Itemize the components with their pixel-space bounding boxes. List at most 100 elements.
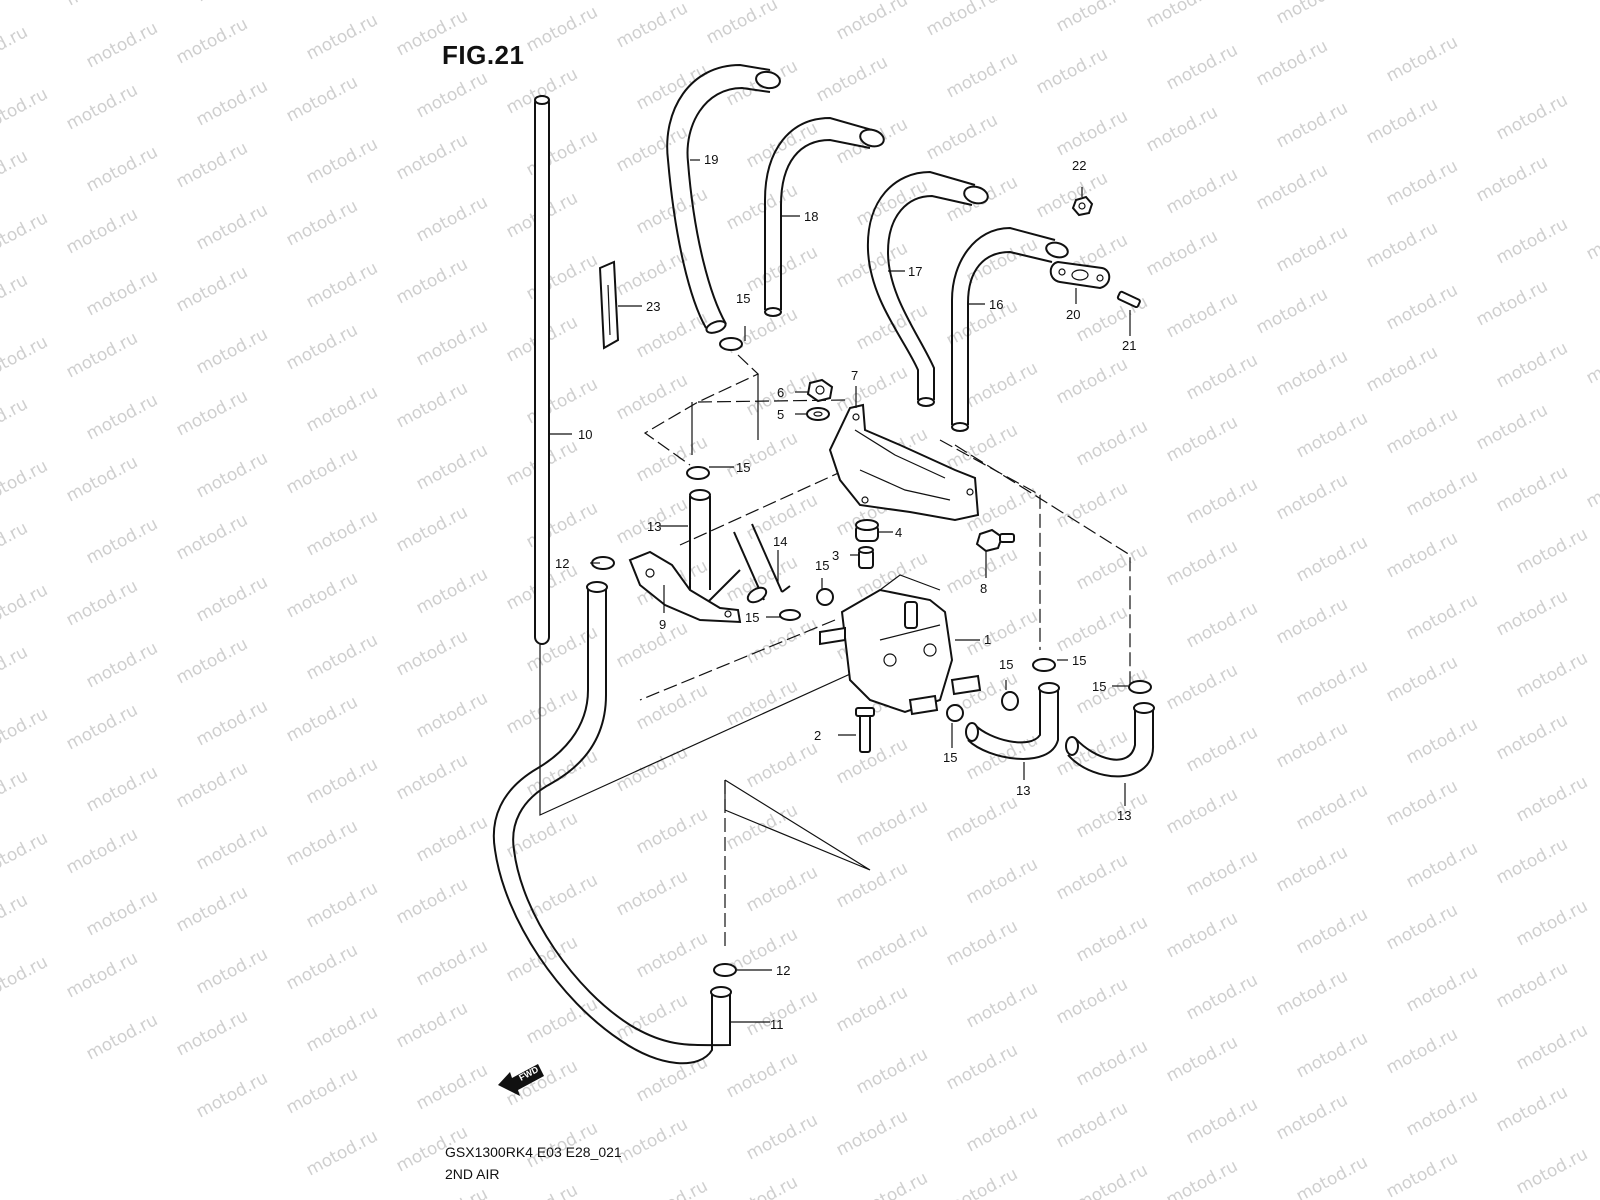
watermark-text: motod.ru xyxy=(923,110,1001,164)
watermark-text: motod.ru xyxy=(1403,714,1481,768)
callout-labels: 1 2 3 4 5 6 7 8 9 10 11 12 12 13 13 13 1… xyxy=(555,152,1136,1032)
watermark-text: motod.ru xyxy=(63,204,141,258)
watermark-text: motod.ru xyxy=(833,858,911,912)
watermark-text: motod.ru xyxy=(1363,218,1441,272)
watermark-text: motod.ru xyxy=(1163,784,1241,838)
watermark-text: motod.ru xyxy=(1293,532,1371,586)
watermark-text: motod.ru xyxy=(63,0,141,10)
watermark-text: motod.ru xyxy=(1253,160,1331,214)
watermark-text: motod.ru xyxy=(1053,0,1131,36)
watermark-text: motod.ru xyxy=(1473,400,1551,454)
watermark-text: motod.ru xyxy=(723,180,801,234)
figure-title: FIG.21 xyxy=(442,40,525,70)
watermark-text: motod.ru xyxy=(283,940,361,994)
watermark-text: motod.ru xyxy=(523,994,601,1048)
model-code: GSX1300RK4 E03 E28_021 xyxy=(445,1144,622,1160)
hose-13-mid xyxy=(965,682,1060,760)
bracket-23 xyxy=(598,260,620,350)
watermark-text: motod.ru xyxy=(1583,334,1600,388)
clamps-15 xyxy=(686,337,1152,722)
hose-19 xyxy=(666,63,781,334)
watermark-text: motod.ru xyxy=(1383,32,1461,86)
watermark-text: motod.ru xyxy=(1163,908,1241,962)
watermark-text: motod.ru xyxy=(1293,408,1371,462)
watermark-text: motod.ru xyxy=(1363,342,1441,396)
bolt-2 xyxy=(855,707,875,753)
watermark-text: motod.ru xyxy=(613,370,691,424)
watermark-text: motod.ru xyxy=(413,936,491,990)
watermark-text: motod.ru xyxy=(1163,660,1241,714)
callout-2: 2 xyxy=(814,728,821,743)
watermark-text: motod.ru xyxy=(1073,1036,1151,1090)
watermark-text: motod.ru xyxy=(503,932,581,986)
watermark-text: motod.ru xyxy=(1163,536,1241,590)
watermark-text: motod.ru xyxy=(523,2,601,56)
watermark-text: motod.ru xyxy=(943,1164,1021,1200)
watermark-text: motod.ru xyxy=(173,634,251,688)
callout-23: 23 xyxy=(646,299,660,314)
watermark-text: motod.ru xyxy=(303,1126,381,1180)
nut-6 xyxy=(806,378,834,403)
watermark-text: motod.ru xyxy=(1293,1152,1371,1200)
watermark-text: motod.ru xyxy=(1583,210,1600,264)
watermark-text: motod.ru xyxy=(0,270,31,324)
callout-6: 6 xyxy=(777,385,784,400)
watermark-text: motod.ru xyxy=(503,1180,581,1200)
watermark-text: motod.ru xyxy=(0,0,51,14)
callout-8: 8 xyxy=(980,581,987,596)
watermark-text: motod.ru xyxy=(943,916,1021,970)
callout-12-upper: 12 xyxy=(555,556,569,571)
watermark-text: motod.ru xyxy=(1143,226,1221,280)
watermark-text: motod.ru xyxy=(1383,280,1461,334)
watermark-text: motod.ru xyxy=(1293,656,1371,710)
watermark-text: motod.ru xyxy=(413,68,491,122)
watermark-text: motod.ru xyxy=(303,506,381,560)
watermark-text: motod.ru xyxy=(1293,1028,1371,1082)
watermark-text: motod.ru xyxy=(63,80,141,134)
watermark-text: motod.ru xyxy=(193,200,271,254)
watermark-text: motod.ru xyxy=(1383,528,1461,582)
watermark-text: motod.ru xyxy=(853,300,931,354)
watermark-text: motod.ru xyxy=(63,576,141,630)
watermark-text: motod.ru xyxy=(1183,598,1261,652)
watermark-text: motod.ru xyxy=(1183,350,1261,404)
watermark-text: motod.ru xyxy=(833,734,911,788)
watermark-text: motod.ru xyxy=(743,738,821,792)
watermark-text: motod.ru xyxy=(743,1110,821,1164)
watermark-text: motod.ru xyxy=(1273,966,1351,1020)
watermark-text: motod.ru xyxy=(413,1184,491,1200)
watermark-text: motod.ru xyxy=(83,638,161,692)
watermark-text: motod.ru xyxy=(0,394,31,448)
valve-body-1 xyxy=(819,574,982,716)
callout-20: 20 xyxy=(1066,307,1080,322)
watermark-text: motod.ru xyxy=(1513,524,1591,578)
watermark-text: motod.ru xyxy=(1073,1160,1151,1200)
watermark-text: motod.ru xyxy=(83,514,161,568)
stud-21 xyxy=(1116,290,1141,309)
watermark-text: motod.ru xyxy=(193,448,271,502)
watermark-text: motod.ru xyxy=(833,0,911,44)
watermark-text: motod.ru xyxy=(1253,284,1331,338)
watermark-text: motod.ru xyxy=(1053,106,1131,160)
callout-9: 9 xyxy=(659,617,666,632)
watermark-text: motod.ru xyxy=(613,618,691,672)
watermark-text: motod.ru xyxy=(943,792,1021,846)
watermark-text: motod.ru xyxy=(723,428,801,482)
watermark-text: motod.ru xyxy=(703,0,781,48)
callout-15-center-low: 15 xyxy=(745,610,759,625)
watermark-text: motod.ru xyxy=(1403,962,1481,1016)
callout-19: 19 xyxy=(704,152,718,167)
watermark-text: motod.ru xyxy=(1403,466,1481,520)
callout-4: 4 xyxy=(895,525,902,540)
callout-12-lower: 12 xyxy=(776,963,790,978)
watermark-text: motod.ru xyxy=(303,10,381,64)
watermark-text: motod.ru xyxy=(0,208,51,262)
watermark-text: motod.ru xyxy=(1253,36,1331,90)
watermark-text: motod.ru xyxy=(393,874,471,928)
assembly-guide-lines xyxy=(639,354,1131,950)
watermark-text: motod.ru xyxy=(833,238,911,292)
watermark-text: motod.ru xyxy=(1163,40,1241,94)
watermark-text: motod.ru xyxy=(173,1006,251,1060)
watermark-text: motod.ru xyxy=(1383,1024,1461,1078)
